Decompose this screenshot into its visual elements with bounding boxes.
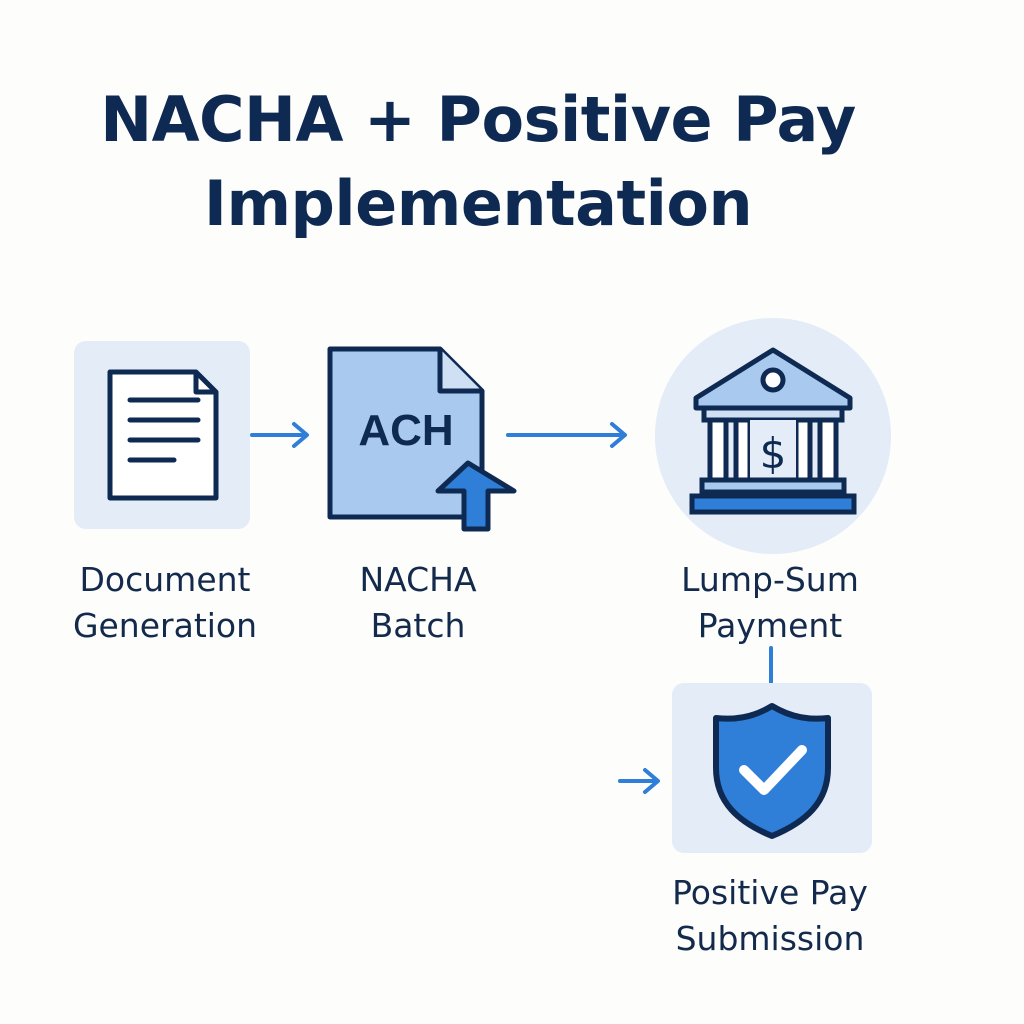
step-label-document-generation: Document Generation xyxy=(72,560,258,645)
shield-check-icon xyxy=(713,703,831,839)
dollar-sign: $ xyxy=(760,429,787,478)
ach-badge-text: ACH xyxy=(358,406,453,455)
arrow-into-positive-pay xyxy=(618,768,660,794)
document-icon xyxy=(107,369,219,501)
bank-icon: $ xyxy=(689,347,857,515)
title-line-1: NACHA + Positive Pay xyxy=(100,83,856,156)
title-line-2: Implementation xyxy=(203,167,753,240)
ach-file-icon: ACH xyxy=(327,346,517,532)
step-label-nacha-batch: NACHA Batch xyxy=(359,560,477,645)
connector-payment-to-positive-pay xyxy=(769,646,773,686)
step-label-lump-sum-payment: Lump-Sum Payment xyxy=(681,560,859,645)
diagram-title: NACHA + Positive Pay Implementation xyxy=(0,78,956,246)
step-label-positive-pay-submission: Positive Pay Submission xyxy=(672,873,868,958)
arrow-doc-to-nacha xyxy=(250,422,309,448)
arrow-nacha-to-payment xyxy=(506,422,627,448)
